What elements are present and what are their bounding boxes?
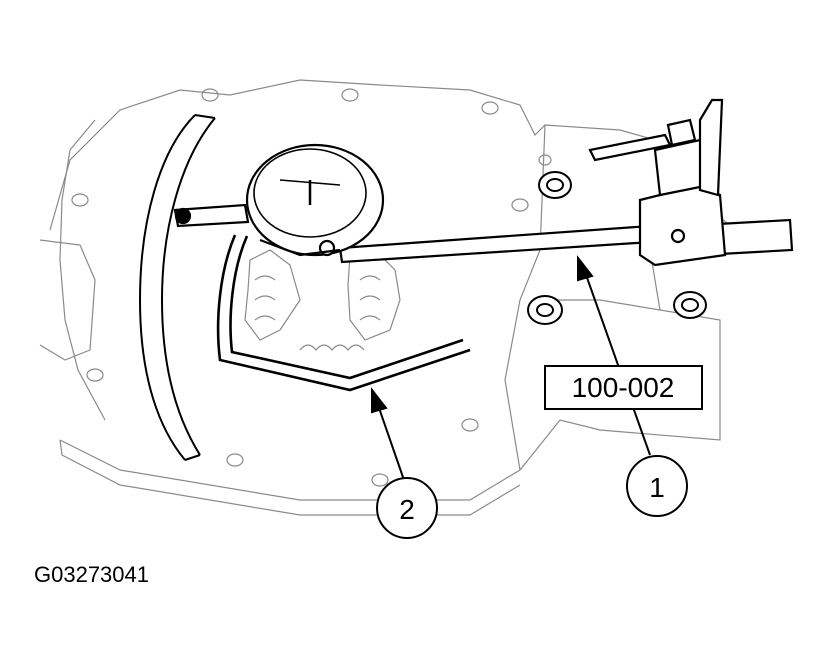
dial-indicator [173,143,385,257]
tool-label-box: 100-002 [544,365,703,410]
figure-id: G03273041 [34,562,149,587]
ring-gear-flange [138,114,216,461]
callout-number: 1 [649,472,665,503]
pointer-probe-arm [216,234,471,392]
callout-1: 1 [626,455,688,517]
callout-number: 2 [399,494,415,525]
callout-2: 2 [376,477,438,539]
magnetic-base-clamp [588,98,727,267]
tool-label: 100-002 [572,372,675,403]
side-bolts [527,171,707,325]
callout-arrows [371,255,651,484]
